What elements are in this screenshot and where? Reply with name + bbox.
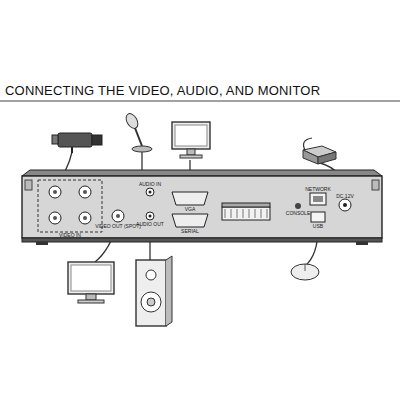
port-label: AUDIO IN: [139, 182, 161, 187]
port-label: DC 12V: [336, 194, 354, 199]
speaker: [136, 256, 172, 326]
terminal-line: [231, 209, 232, 218]
mouse: [291, 264, 319, 280]
monitor: [68, 262, 114, 303]
terminal-line: [225, 209, 226, 218]
terminal-line: [255, 209, 256, 218]
title-rule: [0, 101, 400, 102]
monitor: [172, 122, 210, 158]
port-label: USB: [313, 224, 323, 229]
port-label: VGA: [185, 207, 196, 212]
port-label: VIDEO OUT (SPOT): [95, 224, 141, 229]
terminal-line: [243, 209, 244, 218]
microphone: [124, 112, 152, 152]
port-label: SERIAL: [181, 229, 199, 234]
title: CONNECTING THE VIDEO, AUDIO, AND MONITOR: [5, 83, 320, 98]
terminal-line: [249, 209, 250, 218]
port-label: NETWORK: [305, 187, 331, 192]
terminal-line: [237, 209, 238, 218]
dvr-rear-panel: [22, 170, 382, 245]
terminal-line: [261, 209, 262, 218]
terminal-block: [225, 209, 267, 218]
terminal-line: [267, 209, 268, 218]
port-label: CONSOLE: [286, 211, 310, 216]
camera: [52, 133, 102, 153]
port-label: AUDIO OUT: [136, 222, 164, 227]
port-label: VIDEO IN: [59, 233, 81, 238]
power-adapter: [303, 138, 336, 164]
